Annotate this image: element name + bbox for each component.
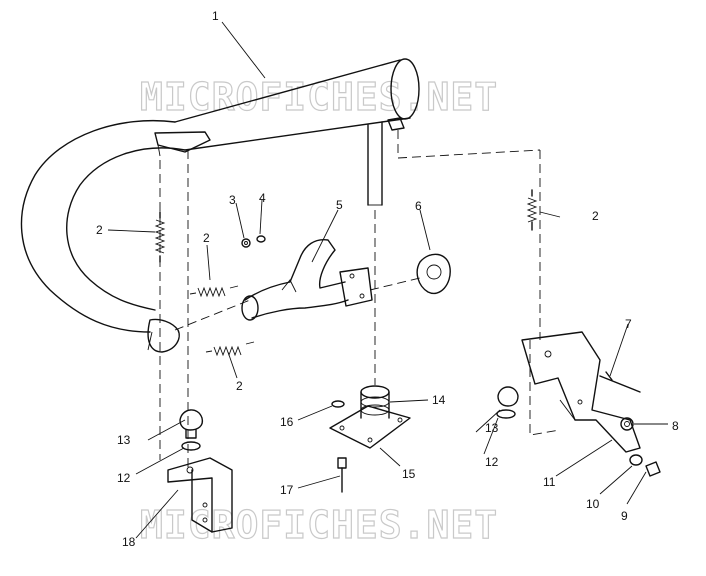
cable-7 bbox=[599, 371, 641, 393]
callout-16: 16 bbox=[280, 415, 294, 429]
callout-6: 6 bbox=[415, 199, 422, 213]
callout-2c: 2 bbox=[236, 379, 243, 393]
washer-16 bbox=[331, 400, 345, 408]
washer-12-right bbox=[496, 409, 516, 419]
callout-labels: 1 2 2 2 2 3 4 5 6 7 8 9 10 11 12 12 13 1… bbox=[96, 9, 679, 549]
spacer-10 bbox=[629, 454, 643, 466]
spring-right-vertical bbox=[526, 189, 538, 231]
callout-18: 18 bbox=[122, 535, 136, 549]
callout-2b: 2 bbox=[203, 231, 210, 245]
callout-11: 11 bbox=[543, 475, 556, 489]
muffler-assembly bbox=[20, 58, 420, 353]
grommet-14 bbox=[360, 385, 390, 419]
bolt-9 bbox=[645, 461, 661, 477]
callout-10: 10 bbox=[586, 497, 600, 511]
callout-14: 14 bbox=[432, 393, 446, 407]
y-pipe-manifold bbox=[241, 238, 373, 321]
callout-2a: 2 bbox=[96, 223, 103, 237]
callout-15: 15 bbox=[402, 467, 416, 481]
callout-13b: 13 bbox=[485, 421, 499, 435]
bumper-13-left bbox=[179, 409, 204, 439]
nut-3 bbox=[241, 238, 251, 248]
watermark-bottom: MICROFICHES.NET bbox=[140, 503, 498, 547]
mount-plate-15 bbox=[329, 405, 411, 449]
callout-4: 4 bbox=[259, 191, 266, 205]
bracket-11 bbox=[521, 331, 641, 453]
callout-1: 1 bbox=[212, 9, 219, 23]
callout-7: 7 bbox=[625, 317, 632, 331]
callout-5: 5 bbox=[336, 198, 343, 212]
callout-13a: 13 bbox=[117, 433, 131, 447]
callout-17: 17 bbox=[280, 483, 294, 497]
callout-9: 9 bbox=[621, 509, 628, 523]
washer-12-left bbox=[181, 441, 201, 451]
bumper-13-right bbox=[497, 386, 519, 407]
callout-2d: 2 bbox=[592, 209, 599, 223]
callout-8: 8 bbox=[672, 419, 679, 433]
spring-middle-lower bbox=[205, 341, 255, 357]
washer-4 bbox=[256, 235, 266, 243]
spring-left-vertical bbox=[154, 211, 166, 263]
callout-3: 3 bbox=[229, 193, 236, 207]
leader-lines bbox=[107, 21, 668, 539]
nut-8 bbox=[620, 417, 634, 431]
callout-12b: 12 bbox=[485, 455, 499, 469]
spring-middle-upper bbox=[189, 285, 239, 298]
bracket-18 bbox=[167, 457, 233, 533]
gasket-6 bbox=[416, 253, 451, 295]
bolt-17 bbox=[337, 457, 347, 493]
callout-12a: 12 bbox=[117, 471, 131, 485]
alignment-lines bbox=[159, 130, 561, 470]
